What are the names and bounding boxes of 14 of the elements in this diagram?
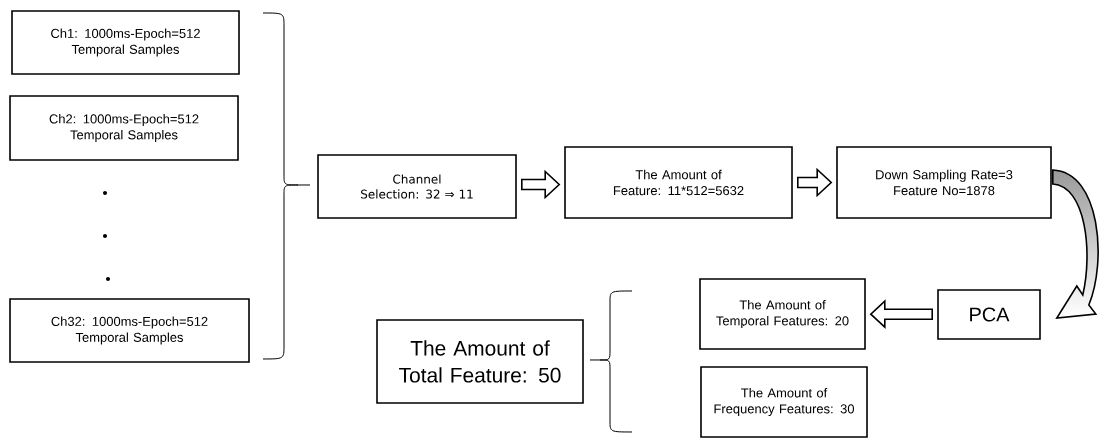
- process-box: The Amount of Feature: 11*512=5632: [564, 146, 793, 219]
- process-box: PCA: [937, 289, 1041, 340]
- process-box: Ch32: 1000ms-Epoch=512 Temporal Samples: [9, 298, 250, 363]
- process-box: Ch2: 1000ms-Epoch=512 Temporal Samples: [9, 95, 239, 161]
- process-box: Channel Selection: 32 ⇒ 11: [317, 154, 517, 219]
- process-box: Down Sampling Rate=3 Feature No=1878: [836, 146, 1052, 219]
- process-box: The Amount of Frequency Features: 30: [700, 366, 868, 438]
- process-box: The Amount of Temporal Features: 20: [699, 278, 866, 350]
- block-arrow: [869, 299, 933, 330]
- block-arrow: [1052, 169, 1099, 319]
- process-box: The Amount of Total Feature: 50: [376, 319, 584, 404]
- process-box: Ch1: 1000ms-Epoch=512 Temporal Samples: [11, 10, 240, 75]
- block-arrow: [521, 169, 561, 200]
- block-arrow: [797, 167, 833, 198]
